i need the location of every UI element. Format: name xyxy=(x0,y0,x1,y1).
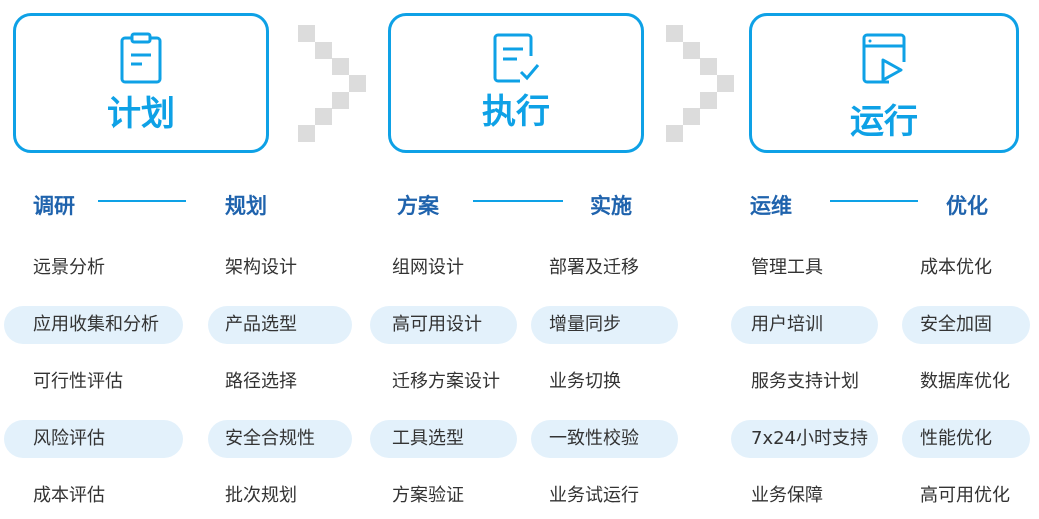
arrow-square xyxy=(332,58,349,75)
list-item: 应用收集和分析 xyxy=(4,306,183,344)
list-item: 业务切换 xyxy=(549,371,621,392)
arrow-square xyxy=(717,75,734,92)
connector-line xyxy=(473,200,563,202)
list-item: 一致性校验 xyxy=(531,420,678,458)
list-item: 路径选择 xyxy=(225,371,297,392)
arrow-square xyxy=(315,108,332,125)
list-item: 增量同步 xyxy=(531,306,678,344)
list-item: 高可用设计 xyxy=(370,306,517,344)
list-item: 管理工具 xyxy=(751,257,823,278)
list-item: 安全合规性 xyxy=(208,420,352,458)
list-item: 可行性评估 xyxy=(33,371,123,392)
list-item: 部署及迁移 xyxy=(549,257,639,278)
list-item: 迁移方案设计 xyxy=(392,371,500,392)
arrow-square xyxy=(700,58,717,75)
list-item: 数据库优化 xyxy=(920,371,1010,392)
list-item: 高可用优化 xyxy=(920,485,1010,506)
arrow-square xyxy=(315,42,332,59)
list-item: 批次规划 xyxy=(225,485,297,506)
arrow-square xyxy=(666,125,683,142)
stage-title: 计划 xyxy=(107,94,175,134)
connector-line xyxy=(830,200,918,202)
list-item: 组网设计 xyxy=(392,257,464,278)
arrow-square xyxy=(298,25,315,42)
arrow-square xyxy=(683,42,700,59)
sub-heading: 调研 xyxy=(33,194,75,218)
sub-heading: 优化 xyxy=(946,194,988,218)
sub-heading: 实施 xyxy=(590,194,632,218)
arrow-square xyxy=(666,25,683,42)
list-item: 业务试运行 xyxy=(549,485,639,506)
arrow-square xyxy=(298,125,315,142)
checklist-icon xyxy=(493,33,540,83)
list-item: 用户培训 xyxy=(731,306,878,344)
stage-execute-box: 执行 xyxy=(388,13,644,153)
list-item: 性能优化 xyxy=(902,420,1030,458)
arrow-square xyxy=(683,108,700,125)
list-item: 工具选型 xyxy=(370,420,517,458)
arrow-square xyxy=(332,92,349,109)
list-item: 架构设计 xyxy=(225,257,297,278)
stage-title: 执行 xyxy=(482,92,550,132)
window-play-icon xyxy=(862,33,906,84)
list-item: 业务保障 xyxy=(751,485,823,506)
list-item: 方案验证 xyxy=(392,485,464,506)
list-item: 成本评估 xyxy=(33,485,105,506)
arrow-square xyxy=(349,75,366,92)
list-item: 远景分析 xyxy=(33,257,105,278)
connector-line xyxy=(98,200,186,202)
list-item: 成本优化 xyxy=(920,257,992,278)
list-item: 风险评估 xyxy=(4,420,183,458)
sub-heading: 方案 xyxy=(397,194,439,218)
stage-plan-box: 计划 xyxy=(13,13,269,153)
list-item: 服务支持计划 xyxy=(751,371,859,392)
sub-heading: 规划 xyxy=(225,194,267,218)
arrow-square xyxy=(700,92,717,109)
clipboard-icon xyxy=(120,32,162,84)
list-item: 安全加固 xyxy=(902,306,1030,344)
list-item: 7x24小时支持 xyxy=(731,420,878,458)
stage-operate-box: 运行 xyxy=(749,13,1019,153)
stage-title: 运行 xyxy=(850,102,918,142)
sub-heading: 运维 xyxy=(750,194,792,218)
list-item: 产品选型 xyxy=(208,306,352,344)
